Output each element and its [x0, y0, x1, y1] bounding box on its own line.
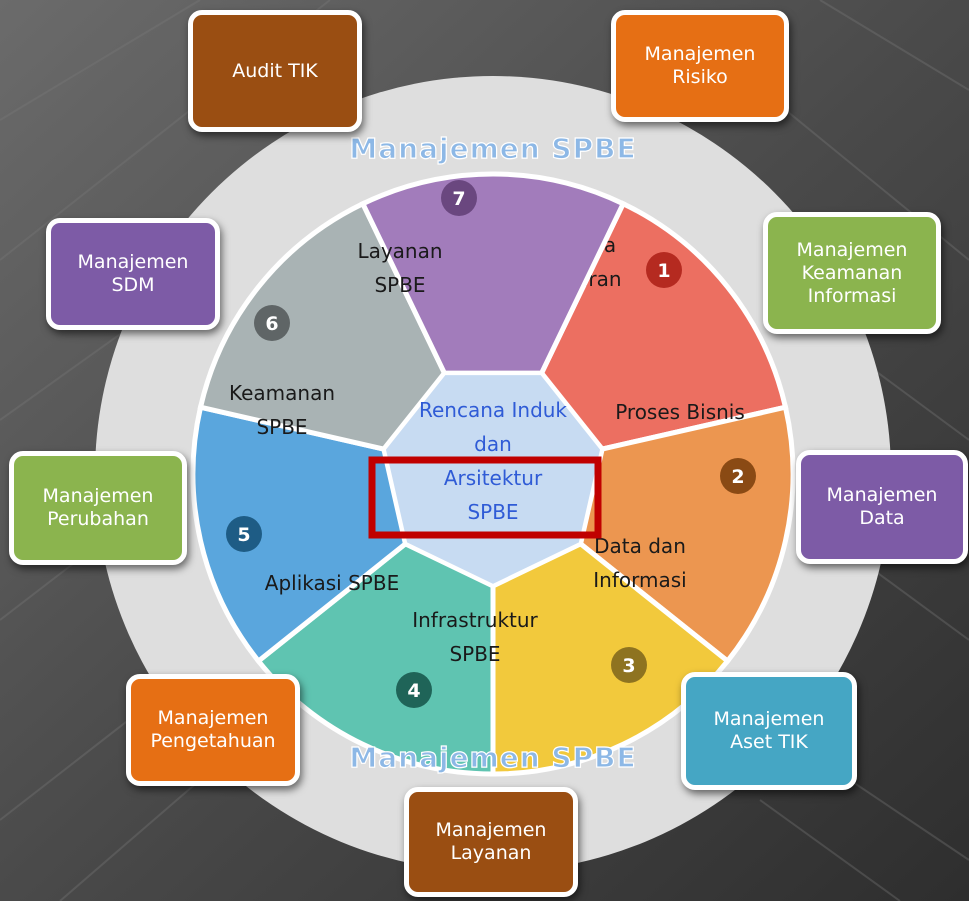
- box-manajemen-sdm: Manajemen SDM: [46, 218, 220, 330]
- segment-6: [197, 200, 448, 452]
- segment-badge-2: [720, 458, 756, 494]
- segment-7: [359, 171, 627, 376]
- segment-label-5: Aplikasi SPBE: [265, 571, 399, 595]
- box-manajemen-data: Manajemen Data: [796, 450, 968, 564]
- segment-badge-number-3: 3: [622, 655, 635, 677]
- segment-badge-number-1: 1: [657, 260, 670, 282]
- segment-5: [190, 404, 409, 665]
- segment-label-2: Proses Bisnis: [615, 400, 745, 424]
- segment-4: [254, 540, 496, 777]
- box-manajemen-perubahan: Manajemen Perubahan: [9, 451, 187, 565]
- box-manajemen-keamanan-informasi: Manajemen Keamanan Informasi: [763, 212, 941, 334]
- box-audit-tik: Audit TIK: [188, 10, 362, 132]
- segment-badge-number-5: 5: [237, 524, 250, 546]
- segment-badge-5: [226, 516, 262, 552]
- ring-title-bottom: Manajemen SPBE: [349, 741, 636, 774]
- segment-badge-4: [396, 672, 432, 708]
- segment-badge-number-2: 2: [731, 466, 744, 488]
- segment-badge-6: [254, 305, 290, 341]
- segment-badge-7: [441, 180, 477, 216]
- segment-badge-number-4: 4: [407, 680, 420, 702]
- segment-badge-3: [611, 647, 647, 683]
- segment-1: [538, 200, 789, 452]
- box-manajemen-layanan: Manajemen Layanan: [404, 787, 578, 897]
- box-manajemen-pengetahuan: Manajemen Pengetahuan: [126, 674, 300, 786]
- segment-badge-number-6: 6: [265, 313, 278, 335]
- highlight-box: [368, 456, 602, 539]
- box-manajemen-risiko: Manajemen Risiko: [611, 10, 789, 122]
- segment-badge-number-7: 7: [452, 188, 465, 210]
- segment-badge-1: [646, 252, 682, 288]
- ring-title-top: Manajemen SPBE: [349, 132, 636, 165]
- box-manajemen-aset-tik: Manajemen Aset TIK: [681, 672, 857, 790]
